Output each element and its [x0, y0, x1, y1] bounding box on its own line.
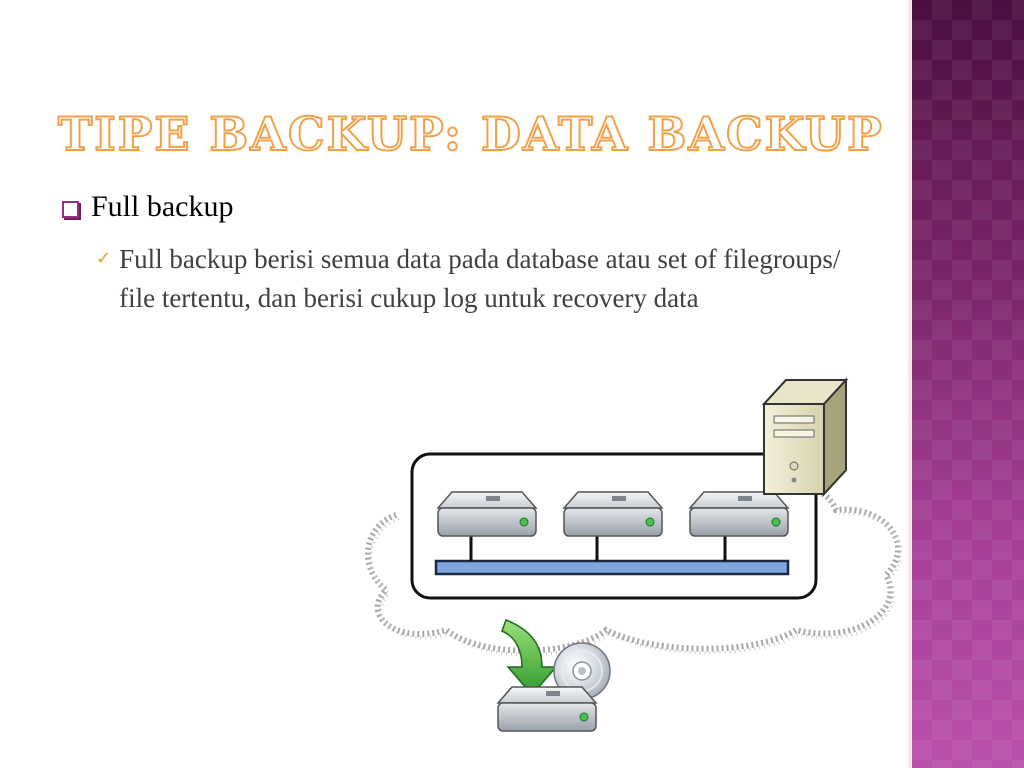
decorative-side-panel [912, 0, 1024, 768]
cd-disc-icon [553, 642, 611, 700]
bullet-full-backup: Full backup [62, 190, 234, 224]
hard-drive-icon [496, 686, 598, 732]
slide-title: TIPE BACKUP: DATA BACKUP [57, 106, 884, 162]
curved-down-arrow-icon [501, 619, 558, 697]
square-bullet-icon [62, 200, 79, 218]
sub-bullet-description-text: Full backup berisi semua data pada datab… [119, 244, 841, 313]
bullet-full-backup-text: Full backup [91, 190, 234, 223]
side-panel-edge [908, 0, 912, 768]
server-tower-icon [761, 377, 849, 497]
network-bus-bar [434, 559, 790, 576]
hard-drive-icon [436, 491, 538, 537]
network-cloud-outline [365, 485, 903, 657]
checkmark-icon: ✓ [96, 248, 112, 269]
sub-bullet-description: ✓ Full backup berisi semua data pada dat… [96, 240, 856, 318]
backup-diagram [365, 377, 903, 732]
hard-drive-icon [688, 491, 790, 537]
hard-drive-icon [562, 491, 664, 537]
